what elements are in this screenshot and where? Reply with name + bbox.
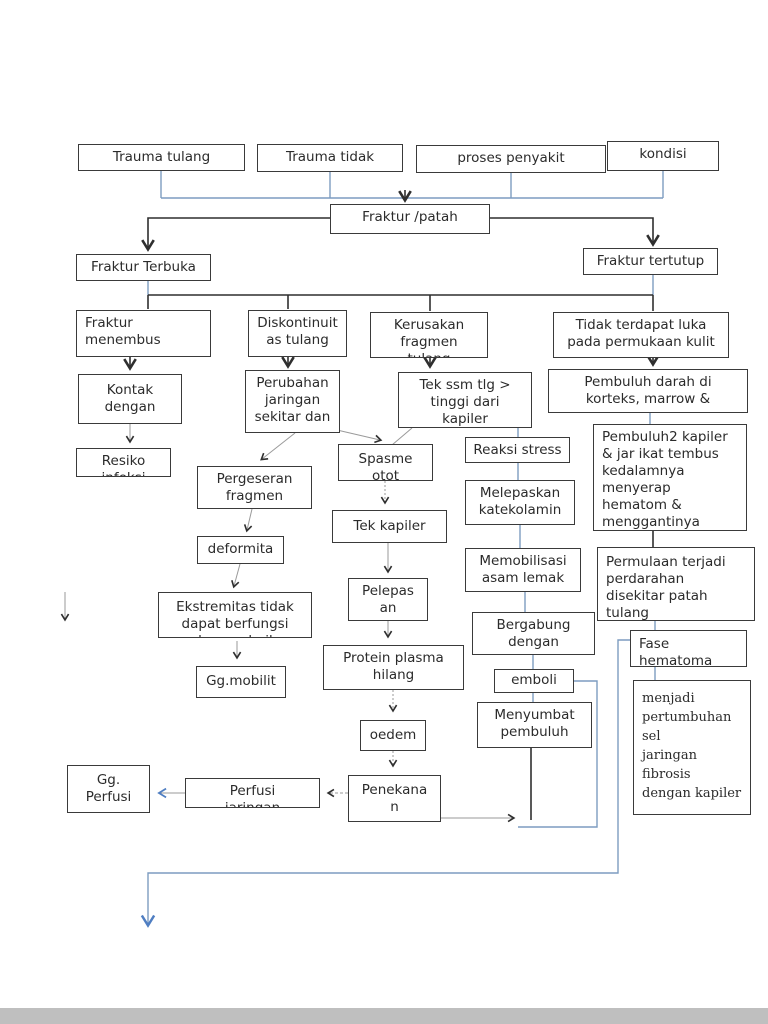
node-tek-ssm: Tek ssm tlg > tinggi dari kapiler: [398, 372, 532, 428]
node-reaksi-stress: Reaksi stress: [465, 437, 570, 463]
node-pembuluh2-kapiler: Pembuluh2 kapiler & jar ikat tembus keda…: [593, 424, 747, 531]
node-menyumbat: Menyumbat pembuluh: [477, 702, 592, 748]
node-kerusakan-fragmen: Kerusakan fragmen tulang: [370, 312, 488, 358]
blue-connectors: [140, 171, 664, 928]
node-kontak-dengan: Kontak dengan: [78, 374, 182, 424]
node-perfusi: Perfusi jaringan: [185, 778, 320, 808]
node-trauma-tidak: Trauma tidak: [257, 144, 403, 172]
node-spasme-otot: Spasme otot: [338, 444, 433, 481]
page-edge-strip: [0, 1008, 768, 1024]
node-bergabung: Bergabung dengan: [472, 612, 595, 655]
node-menjadi: menjadi pertumbuhan sel jaringan fibrosi…: [633, 680, 751, 815]
node-deformita: deformita: [197, 536, 284, 564]
node-pergeseran-fragmen: Pergeseran fragmen: [197, 466, 312, 509]
node-melepaskan-katekolamin: Melepaskan katekolamin: [465, 480, 575, 525]
black-connectors: [123, 190, 660, 820]
node-protein-plasma: Protein plasma hilang: [323, 645, 464, 690]
node-emboli: emboli: [494, 669, 574, 693]
node-diskontinuitas: Diskontinuit as tulang: [248, 310, 347, 357]
node-kondisi: kondisi: [607, 141, 719, 171]
node-fraktur-terbuka: Fraktur Terbuka: [76, 254, 211, 281]
gray-connectors: [60, 424, 516, 823]
node-resiko: Resiko infeksi: [76, 448, 171, 477]
node-gg-perfusi: Gg. Perfusi: [67, 765, 150, 813]
node-tidak-terdapat-luka: Tidak terdapat luka pada permukaan kulit: [553, 312, 729, 358]
node-trauma-tulang: Trauma tulang: [78, 144, 245, 171]
node-fase-hematoma: Fase hematoma: [630, 630, 747, 667]
node-memobilisasi: Memobilisasi asam lemak: [465, 548, 581, 592]
node-pembuluh-darah: Pembuluh darah di korteks, marrow &: [548, 369, 748, 413]
node-fraktur-patah: Fraktur /patah: [330, 204, 490, 234]
node-pelepasan: Pelepas an: [348, 578, 428, 621]
node-permulaan: Permulaan terjadi perdarahan disekitar p…: [597, 547, 755, 621]
node-proses-penyakit: proses penyakit: [416, 145, 606, 173]
node-perubahan-jaringan: Perubahan jaringan sekitar dan: [245, 370, 340, 433]
node-gg-mobilit: Gg.mobilit: [196, 666, 286, 698]
node-penekanan: Penekana n: [348, 775, 441, 822]
node-fraktur-tertutup: Fraktur tertutup: [583, 248, 718, 275]
node-tek-kapiler: Tek kapiler: [332, 510, 447, 543]
node-ekstremitas: Ekstremitas tidak dapat berfungsi dengan…: [158, 592, 312, 638]
node-fraktur-menembus: Fraktur menembus: [76, 310, 211, 357]
node-oedem: oedem: [360, 720, 426, 751]
